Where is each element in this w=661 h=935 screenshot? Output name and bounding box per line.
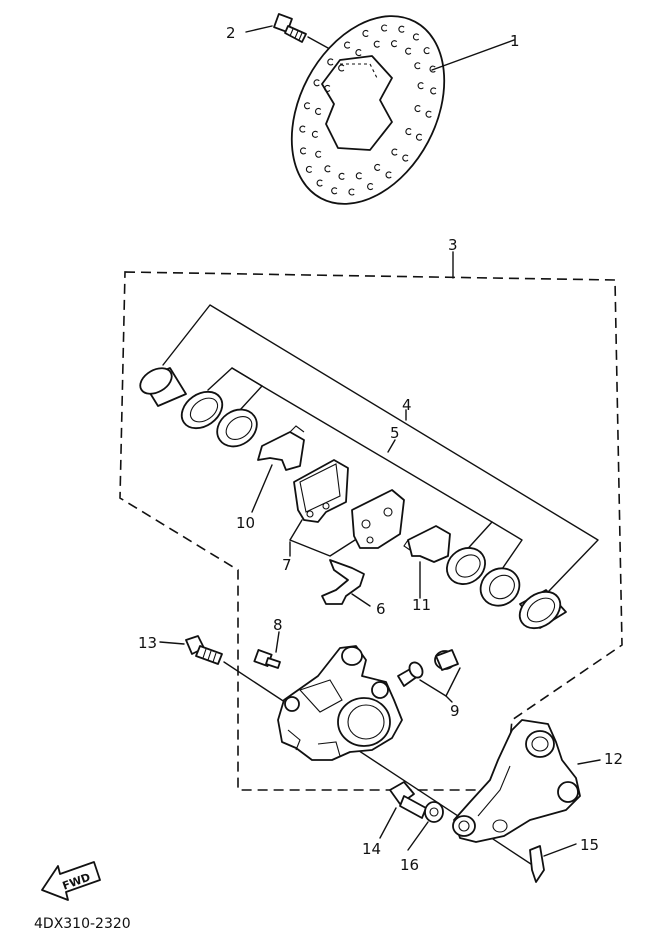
bleed-fitting[interactable] bbox=[397, 649, 459, 687]
disc-hole bbox=[348, 188, 355, 196]
pad-support-left[interactable] bbox=[257, 425, 305, 471]
callout-14: 14 bbox=[362, 840, 381, 858]
brake-pad-left[interactable] bbox=[293, 459, 349, 523]
callout-6: 6 bbox=[376, 600, 386, 618]
callout-1: 1 bbox=[510, 32, 520, 50]
disc-hole bbox=[385, 171, 392, 179]
disc-bolt[interactable] bbox=[273, 13, 307, 43]
disc-hole bbox=[391, 40, 398, 48]
disc-hole bbox=[331, 187, 338, 195]
callout-7: 7 bbox=[282, 556, 292, 574]
brake-pad-right[interactable] bbox=[351, 489, 405, 549]
disc-hole bbox=[405, 47, 412, 55]
disc-hole bbox=[311, 130, 319, 138]
disc-hole bbox=[313, 79, 320, 87]
disc-hole bbox=[414, 62, 421, 70]
disc-hole bbox=[423, 47, 430, 55]
diagram-code: 4DX310-2320 bbox=[34, 916, 131, 932]
disc-hole bbox=[327, 58, 334, 66]
disc-hole bbox=[430, 87, 437, 95]
callout-8: 8 bbox=[273, 616, 283, 634]
callout-4: 4 bbox=[402, 396, 412, 414]
disc-holes bbox=[299, 24, 437, 196]
caliper-body[interactable] bbox=[277, 645, 403, 761]
disc-hole bbox=[344, 41, 351, 49]
disc-hole bbox=[414, 105, 421, 113]
disc-hole bbox=[398, 25, 405, 33]
brake-disc[interactable] bbox=[261, 0, 475, 230]
disc-hole bbox=[367, 183, 374, 191]
washer[interactable] bbox=[424, 801, 444, 823]
callout-11: 11 bbox=[412, 596, 431, 614]
dust-seal-left[interactable] bbox=[210, 402, 264, 454]
callout-9: 9 bbox=[450, 702, 460, 720]
disc-hole bbox=[299, 125, 306, 133]
piston-right[interactable] bbox=[513, 584, 567, 635]
callout-15: 15 bbox=[580, 836, 599, 854]
disc-hole bbox=[362, 29, 369, 37]
disc-hole bbox=[425, 110, 432, 118]
bracket-bolt[interactable] bbox=[389, 781, 427, 819]
disc-hole bbox=[402, 154, 409, 162]
bleed-screw[interactable] bbox=[253, 649, 281, 669]
pad-support-right[interactable] bbox=[403, 525, 451, 563]
piston-seal-left[interactable] bbox=[175, 384, 229, 435]
disc-hole bbox=[355, 49, 362, 57]
disc-hole bbox=[373, 40, 380, 48]
cotter-pin[interactable] bbox=[529, 845, 545, 883]
disc-hole bbox=[305, 165, 313, 173]
dust-seal-right[interactable] bbox=[473, 561, 526, 613]
disc-hole bbox=[316, 179, 323, 187]
disc-hole bbox=[355, 172, 362, 180]
disc-hole bbox=[391, 148, 398, 156]
caliper-mount-bolt[interactable] bbox=[185, 635, 223, 665]
callout-12: 12 bbox=[604, 750, 623, 768]
forward-direction-badge: FWD bbox=[41, 861, 101, 901]
callout-2: 2 bbox=[226, 24, 236, 42]
pad-spring[interactable] bbox=[321, 559, 365, 605]
disc-hole bbox=[417, 82, 424, 90]
disc-hole bbox=[304, 102, 311, 110]
disc-hole bbox=[405, 128, 412, 136]
callout-5: 5 bbox=[390, 424, 400, 442]
piston-seal-right[interactable] bbox=[440, 541, 492, 592]
disc-hole bbox=[381, 24, 388, 32]
disc-hole bbox=[324, 84, 331, 92]
disc-hole bbox=[300, 147, 307, 155]
disc-hole bbox=[315, 107, 322, 115]
disc-hole bbox=[338, 172, 345, 180]
callout-10: 10 bbox=[236, 514, 255, 532]
callout-16: 16 bbox=[400, 856, 419, 874]
piston-left[interactable] bbox=[136, 363, 187, 407]
disc-hole bbox=[415, 133, 423, 141]
disc-hole bbox=[324, 165, 331, 173]
disc-hole bbox=[374, 163, 381, 171]
callout-3: 3 bbox=[448, 236, 458, 254]
callout-13: 13 bbox=[138, 634, 157, 652]
disc-hole bbox=[315, 150, 322, 158]
disc-hole bbox=[412, 33, 420, 41]
caliper-bracket[interactable] bbox=[452, 719, 581, 843]
disc-hole bbox=[429, 65, 436, 73]
disc-hole bbox=[338, 64, 345, 72]
